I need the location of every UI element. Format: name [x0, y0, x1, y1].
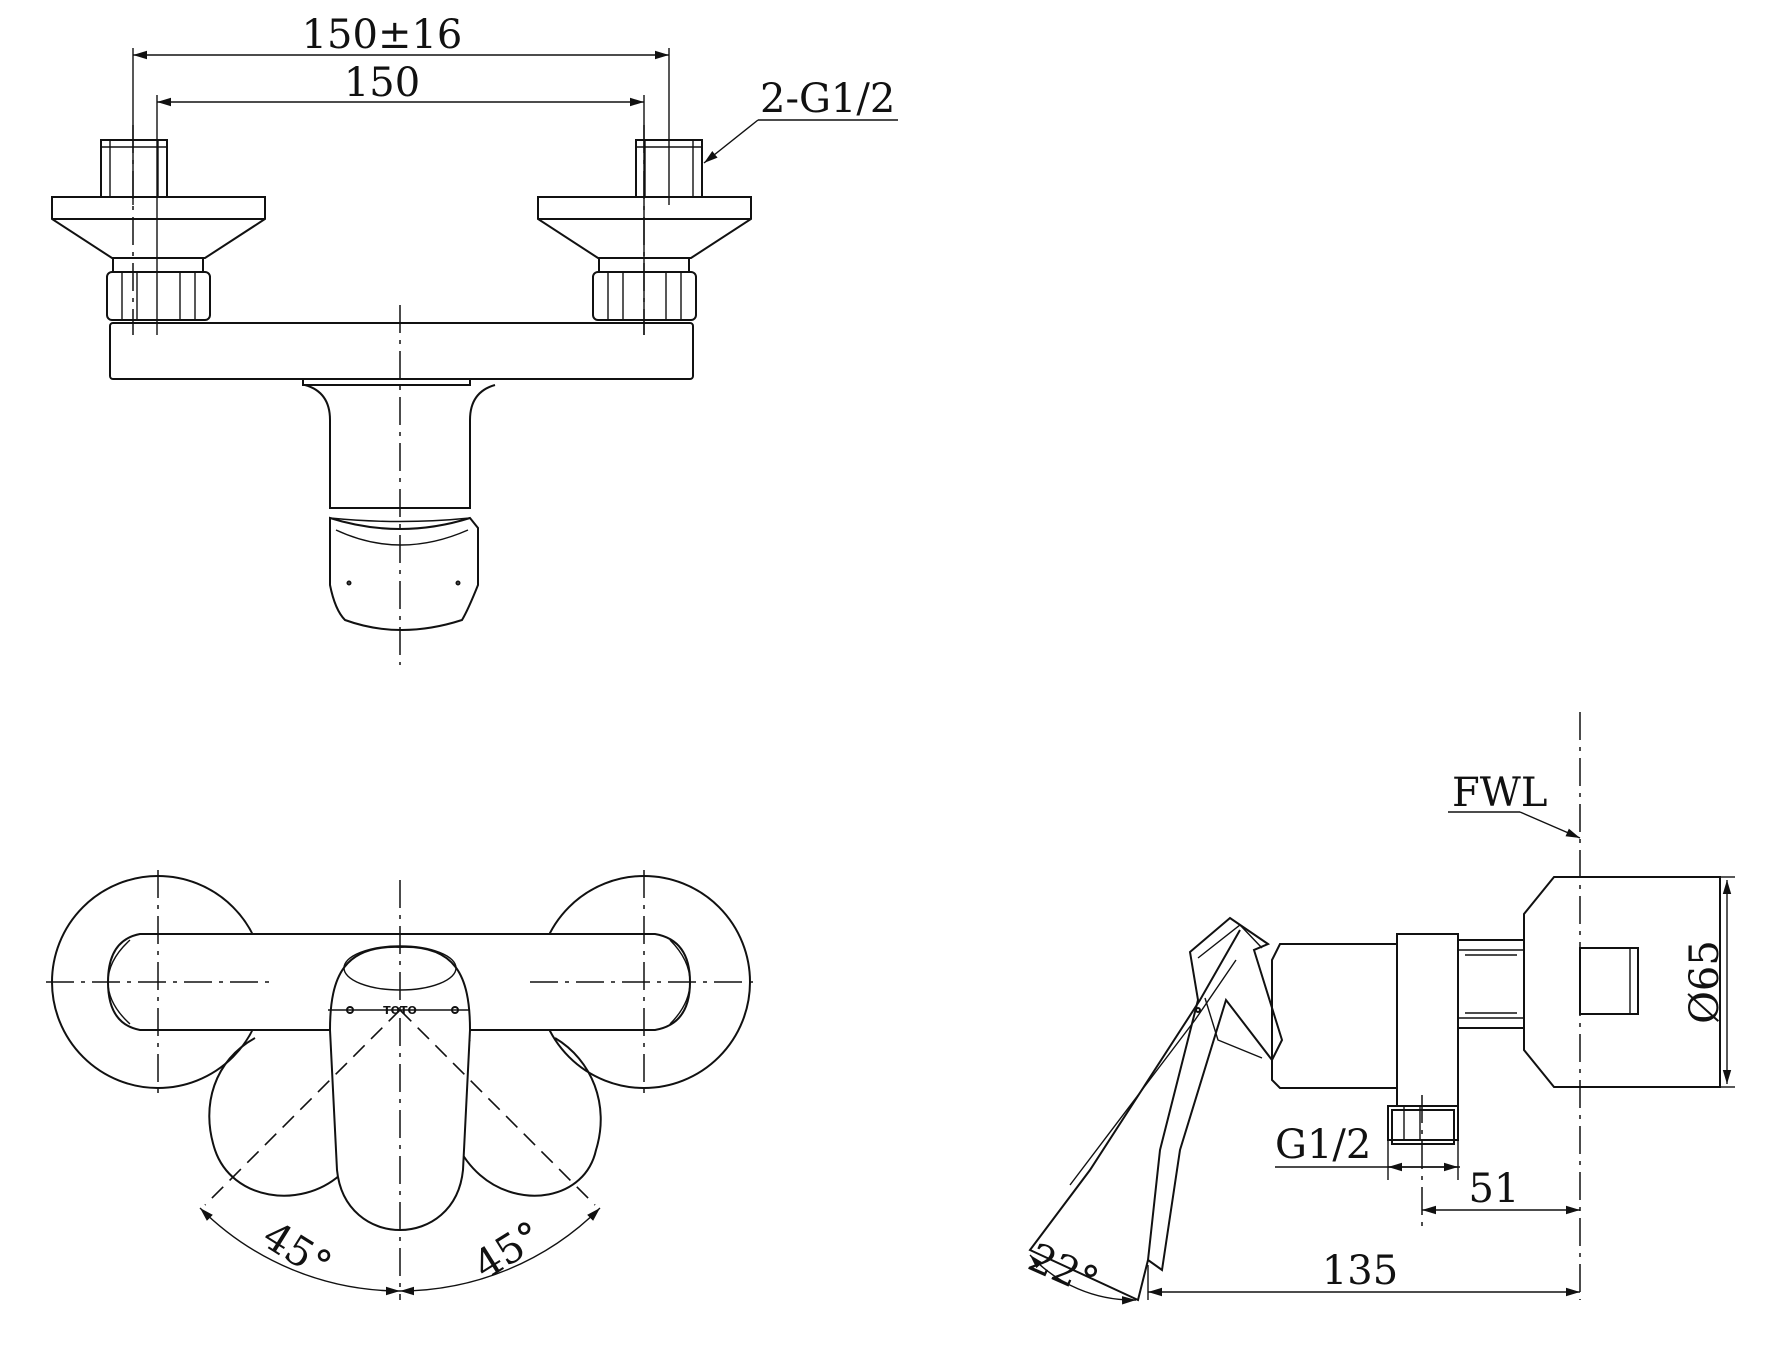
lever-handle-side: [1146, 916, 1284, 1272]
label-outlet-thread: G1/2: [1275, 1122, 1371, 1168]
side-view: FWL 22° Ø65: [1022, 712, 1735, 1306]
faucet-body: [109, 322, 694, 380]
dimension-projection: 135: [1322, 1248, 1398, 1294]
label-inlet-thread: 2-G1/2: [760, 76, 895, 122]
left-inlet-assembly: [51, 125, 266, 335]
faucet-body-side: [1396, 933, 1459, 1107]
right-inlet-assembly: [537, 125, 752, 335]
dimension-flange-diameter: Ø65: [1682, 940, 1728, 1024]
front-view: 150±16 150 2-G1/2: [51, 12, 898, 665]
dimension-outlet-offset: 51: [1469, 1166, 1520, 1212]
dimension-overall-spacing: 150±16: [302, 12, 463, 58]
angle-swing-right: 45°: [466, 1213, 551, 1290]
label-finished-wall-line: FWL: [1452, 770, 1547, 816]
angle-swing-left: 45°: [255, 1213, 340, 1290]
lever-handle-front: [329, 516, 479, 631]
top-view: TOTO 45° 45°: [46, 870, 755, 1300]
dimension-inlet-spacing: 150: [344, 60, 420, 106]
